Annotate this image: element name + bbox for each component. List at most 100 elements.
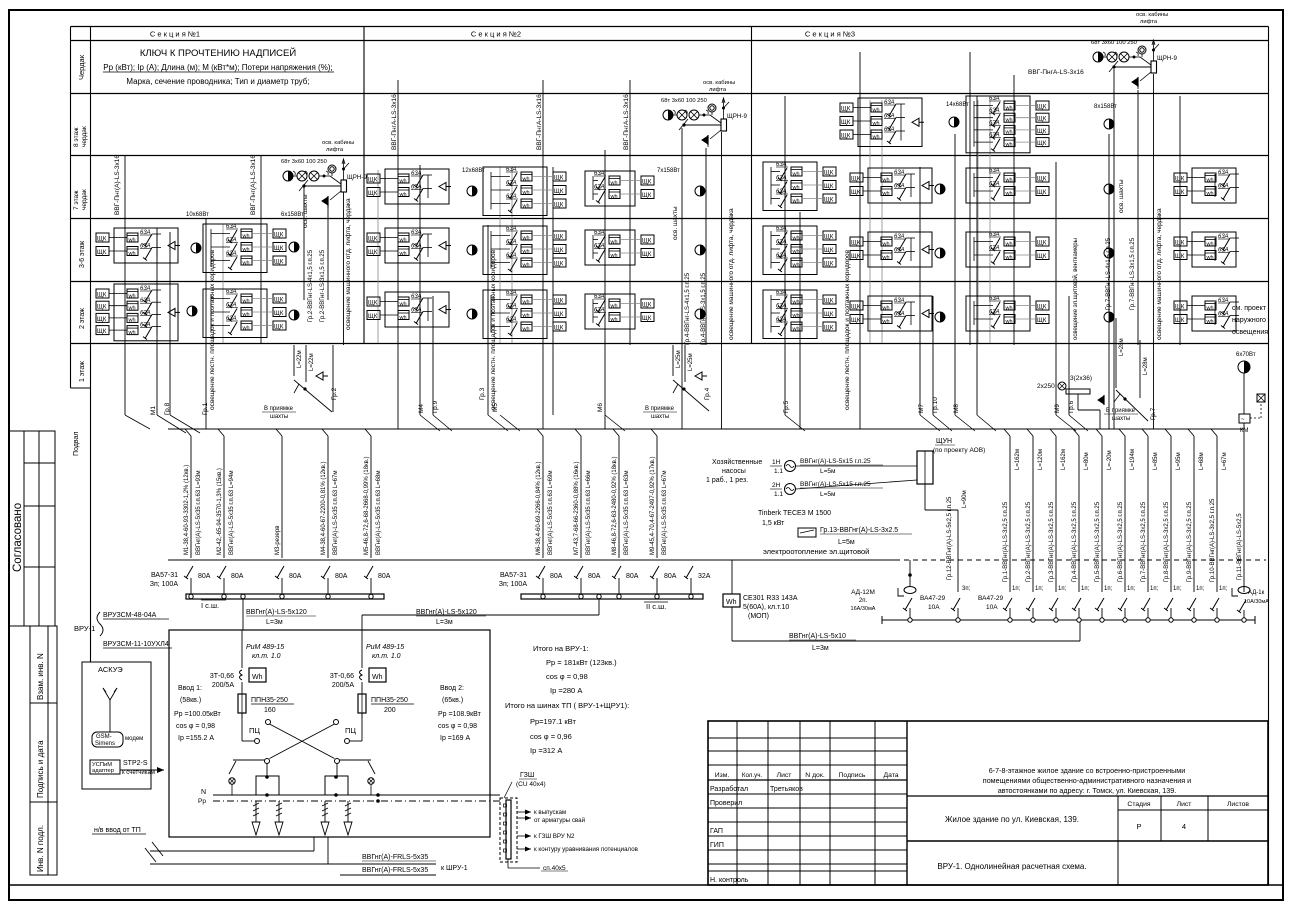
svg-text:М9: М9	[1054, 404, 1061, 413]
svg-text:wh: wh	[872, 134, 880, 140]
svg-text:3-6 этаж: 3-6 этаж	[79, 240, 86, 268]
svg-text:L=120м: L=120м	[1038, 449, 1044, 470]
svg-text:63А: 63А	[411, 294, 422, 300]
svg-text:ВРУ-1. Однолинейная расчетная: ВРУ-1. Однолинейная расчетная схема.	[937, 862, 1086, 871]
svg-text:М4-38,4-60-67-2200-0,81% (12кв: М4-38,4-60-67-2200-0,81% (12кв.)	[321, 461, 327, 555]
svg-text:63А: 63А	[776, 189, 787, 195]
svg-text:ВВГ-ПнгА-LS-3х16: ВВГ-ПнгА-LS-3х16	[1028, 69, 1084, 76]
svg-text:Гр.7-ВВГнг-LS-4х1,5 г.п.25: Гр.7-ВВГнг-LS-4х1,5 г.п.25	[1106, 237, 1112, 310]
svg-text:10А: 10А	[928, 604, 940, 611]
svg-text:С е к ц и я №2: С е к ц и я №2	[471, 30, 521, 39]
svg-text:ПЦ: ПЦ	[345, 726, 356, 735]
svg-text:200/5А: 200/5А	[332, 682, 355, 689]
svg-text:ПЦ: ПЦ	[249, 726, 260, 735]
svg-text:I с.ш.: I с.ш.	[201, 601, 219, 610]
svg-text:wh: wh	[610, 194, 618, 200]
svg-text:wh: wh	[399, 251, 407, 257]
svg-text:к контуру уравнивания потенциа: к контуру уравнивания потенциалов	[534, 846, 639, 853]
svg-text:Гр.9: Гр.9	[432, 400, 439, 413]
svg-text:63А: 63А	[989, 182, 1000, 188]
svg-text:2х250: 2х250	[1037, 383, 1055, 390]
svg-text:wh: wh	[1005, 130, 1013, 136]
svg-text:wh: wh	[1005, 177, 1013, 183]
svg-text:3п;: 3п;	[962, 586, 971, 592]
svg-text:63А: 63А	[506, 304, 517, 310]
svg-text:1п;: 1п;	[1127, 586, 1136, 592]
svg-text:1п;: 1п;	[1173, 586, 1182, 592]
svg-text:шахты: шахты	[1112, 416, 1130, 422]
svg-text:ЩК: ЩК	[1037, 189, 1047, 196]
svg-text:63А: 63А	[226, 224, 237, 230]
svg-text:wh: wh	[610, 303, 618, 309]
svg-text:wh: wh	[882, 255, 890, 261]
svg-text:Гр.10: Гр.10	[932, 397, 939, 413]
svg-text:2 этаж: 2 этаж	[79, 308, 86, 329]
svg-text:wh: wh	[792, 262, 800, 268]
svg-text:L=3м: L=3м	[436, 619, 453, 626]
svg-text:63А: 63А	[884, 127, 895, 133]
svg-text:ЩК: ЩК	[1037, 140, 1047, 147]
svg-text:М5: М5	[492, 403, 499, 412]
svg-text:ЩК: ЩК	[97, 316, 107, 323]
svg-text:wh: wh	[792, 235, 800, 241]
svg-text:63А: 63А	[594, 308, 605, 314]
svg-text:63А: 63А	[989, 133, 1000, 139]
svg-text:14х68Вт: 14х68Вт	[946, 102, 969, 108]
svg-text:wh: wh	[522, 299, 530, 305]
svg-text:к ШРУ-1: к ШРУ-1	[441, 865, 468, 872]
svg-text:N док.: N док.	[805, 772, 825, 779]
svg-text:80А: 80А	[198, 573, 211, 580]
svg-text:ЩК: ЩК	[824, 325, 834, 332]
svg-text:L=25м: L=25м	[688, 353, 694, 371]
svg-text:63А: 63А	[894, 248, 905, 254]
svg-text:Гр.13-ВВГнг(А)-LS-3х2.5: Гр.13-ВВГнг(А)-LS-3х2.5	[820, 527, 898, 534]
svg-text:Согласовано: Согласовано	[12, 503, 24, 572]
svg-text:ГАП: ГАП	[710, 828, 723, 835]
svg-text:63А: 63А	[989, 246, 1000, 252]
svg-text:L=3м: L=3м	[812, 645, 829, 652]
svg-text:помещениями общественно-админи: помещениями общественно-административног…	[983, 776, 1191, 785]
svg-text:ЩК: ЩК	[851, 253, 861, 260]
svg-text:М4: М4	[418, 404, 425, 413]
svg-text:63А: 63А	[506, 194, 517, 200]
svg-text:63А: 63А	[411, 308, 422, 314]
svg-text:7 этаж: 7 этаж	[73, 190, 80, 210]
svg-text:63А: 63А	[506, 167, 517, 173]
svg-text:ЩК: ЩК	[642, 251, 652, 258]
svg-text:1п;: 1п;	[1104, 586, 1113, 592]
svg-text:wh: wh	[1005, 255, 1013, 261]
svg-text:63А: 63А	[411, 244, 422, 250]
svg-text:Подпись: Подпись	[839, 772, 866, 779]
svg-text:wh: wh	[792, 326, 800, 332]
svg-text:63А: 63А	[989, 296, 1000, 302]
svg-text:осв. кабины: осв. кабины	[322, 140, 354, 146]
svg-text:Подпись и дата: Подпись и дата	[36, 740, 45, 798]
svg-text:освещение лестн. площадок и по: освещение лестн. площадок и поэтажных ко…	[209, 249, 216, 410]
svg-text:М1: М1	[150, 406, 157, 415]
svg-text:ВВГнг(А)-LS-5х35 г.п.63 L=68м: ВВГнг(А)-LS-5х35 г.п.63 L=68м	[376, 471, 382, 555]
svg-text:М7-43,7-68-66-2360-0,88% (16кв: М7-43,7-68-66-2360-0,88% (16кв.)	[574, 461, 580, 555]
svg-text:М6-38,4-60-69-2266-0,84% (12кв: М6-38,4-60-69-2266-0,84% (12кв.)	[536, 461, 542, 555]
svg-text:(65кв.): (65кв.)	[442, 697, 463, 704]
svg-text:cos φ = 0,96: cos φ = 0,96	[530, 732, 572, 741]
svg-text:Рр=197.1 кВт: Рр=197.1 кВт	[530, 717, 576, 726]
svg-text:С е к ц и я №3: С е к ц и я №3	[805, 30, 855, 39]
svg-text:63А: 63А	[506, 226, 517, 232]
svg-text:лифта: лифта	[709, 87, 727, 93]
svg-text:1.1: 1.1	[774, 468, 783, 475]
svg-text:wh: wh	[1005, 241, 1013, 247]
svg-text:wh: wh	[1005, 319, 1013, 325]
svg-text:wh: wh	[399, 178, 407, 184]
svg-text:10А/30мА: 10А/30мА	[1244, 599, 1269, 605]
svg-text:wh: wh	[128, 318, 136, 324]
svg-text:ЩК: ЩК	[1175, 176, 1185, 183]
svg-text:wh: wh	[128, 237, 136, 243]
svg-text:наружного: наружного	[1232, 317, 1266, 324]
svg-text:ЩК: ЩК	[368, 177, 378, 184]
svg-text:адаптер: адаптер	[92, 768, 114, 774]
svg-text:модем: модем	[125, 736, 143, 742]
svg-text:63А: 63А	[1218, 184, 1229, 190]
svg-text:ВВГ-ПнгА-LS-3х16: ВВГ-ПнгА-LS-3х16	[391, 94, 398, 150]
svg-text:63А: 63А	[989, 96, 1000, 102]
svg-text:ЩК: ЩК	[274, 297, 284, 304]
